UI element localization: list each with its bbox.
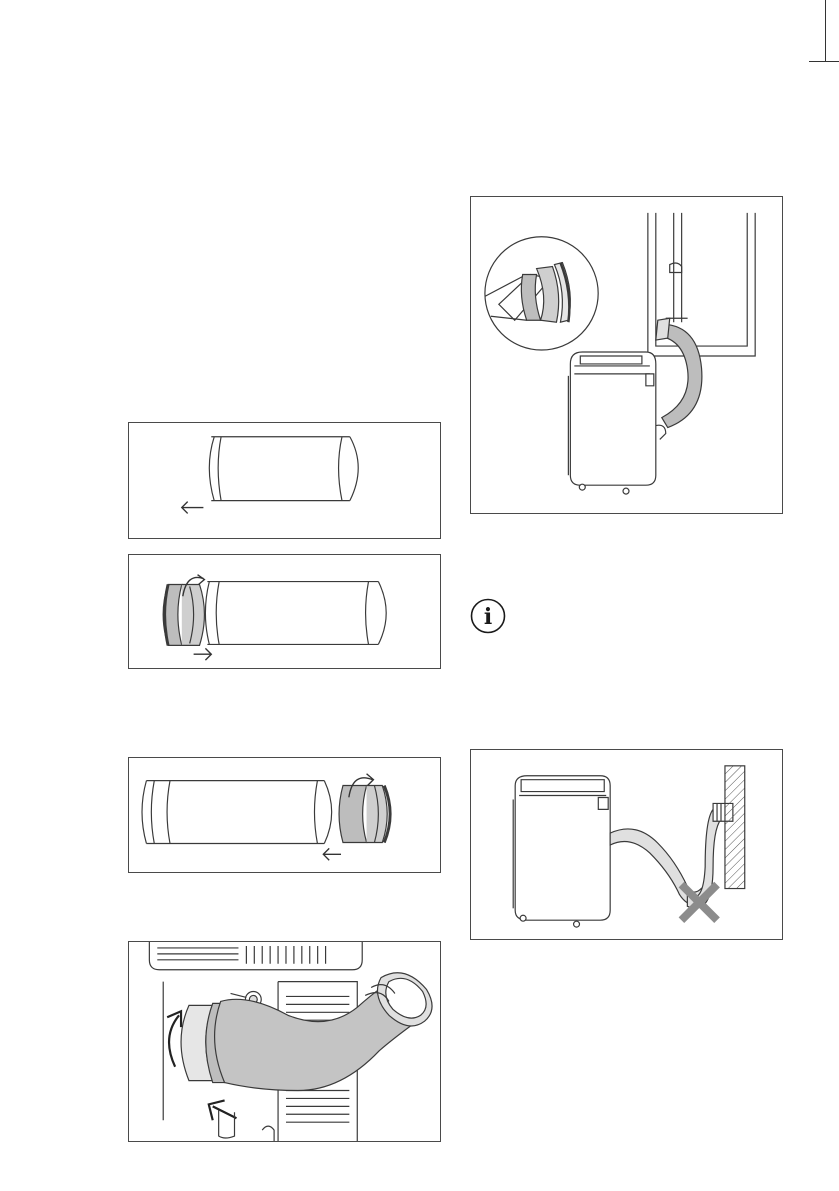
figure-hose-connect-unit (128, 941, 441, 1142)
hose-connect-unit-illustration (129, 942, 440, 1141)
figure-hose-remove-end (128, 422, 441, 539)
air-conditioner-unit (568, 352, 665, 494)
arrow-right-icon (194, 648, 212, 660)
incorrect-installation-illustration (471, 750, 782, 939)
figure-hose-window (470, 196, 783, 514)
rotate-arrow-icon (167, 1011, 181, 1066)
hose-attach-left-illustration (129, 555, 440, 668)
push-arrow-icon (209, 1100, 237, 1120)
hose-window-illustration (471, 197, 782, 513)
figure-hose-attach-left (128, 554, 441, 669)
crop-mark (809, 0, 839, 62)
hose-attach-right-illustration (129, 758, 440, 872)
figure-hose-attach-right (128, 757, 441, 873)
magnified-detail (485, 237, 598, 350)
wall-section (725, 766, 745, 889)
air-conditioner-unit (513, 776, 610, 927)
info-icon: i (470, 598, 506, 634)
info-glyph: i (484, 604, 492, 630)
hose-cylinder-illustration (129, 423, 440, 538)
arrow-left-icon (182, 502, 204, 514)
figure-incorrect-installation (470, 749, 783, 940)
arrow-left-icon (323, 848, 341, 860)
